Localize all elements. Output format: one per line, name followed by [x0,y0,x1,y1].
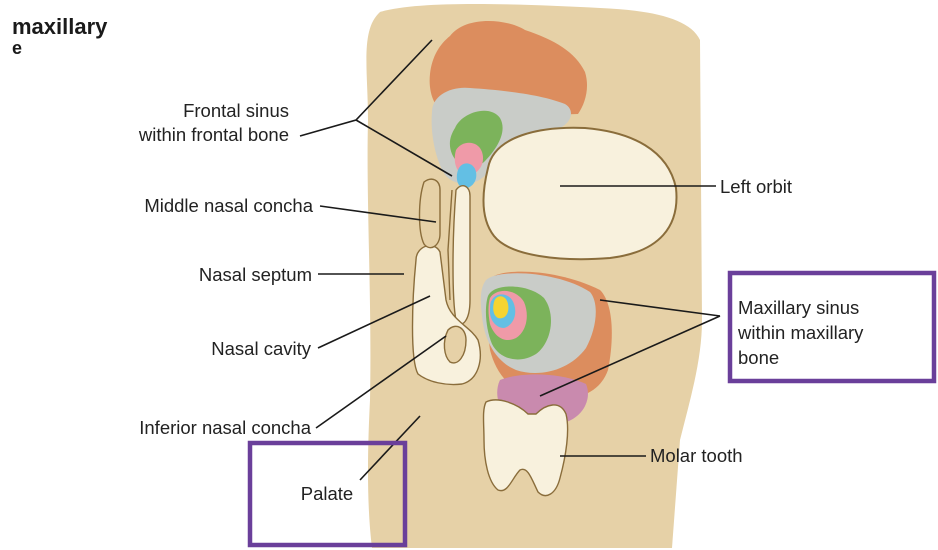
label-left-orbit: Left orbit [720,176,792,197]
middle-nasal-concha-shape [420,179,441,247]
label-palate: Palate [301,483,353,504]
left-orbit [483,128,676,259]
label-frontal-sinus-2: within frontal bone [138,124,289,145]
label-maxillary-sinus-1: Maxillary sinus [738,297,859,318]
label-maxillary-sinus-2: within maxillary [737,322,864,343]
label-inferior-nasal-concha: Inferior nasal concha [139,417,311,438]
nasal-cavity-upper [453,186,470,324]
maxillary-sinus-yellow [493,296,508,318]
label-molar-tooth: Molar tooth [650,445,743,466]
label-middle-nasal-concha: Middle nasal concha [144,195,313,216]
label-nasal-cavity: Nasal cavity [211,338,311,359]
label-maxillary-sinus-3: bone [738,347,779,368]
label-nasal-septum: Nasal septum [199,264,312,285]
label-frontal-sinus-1: Frontal sinus [183,100,289,121]
